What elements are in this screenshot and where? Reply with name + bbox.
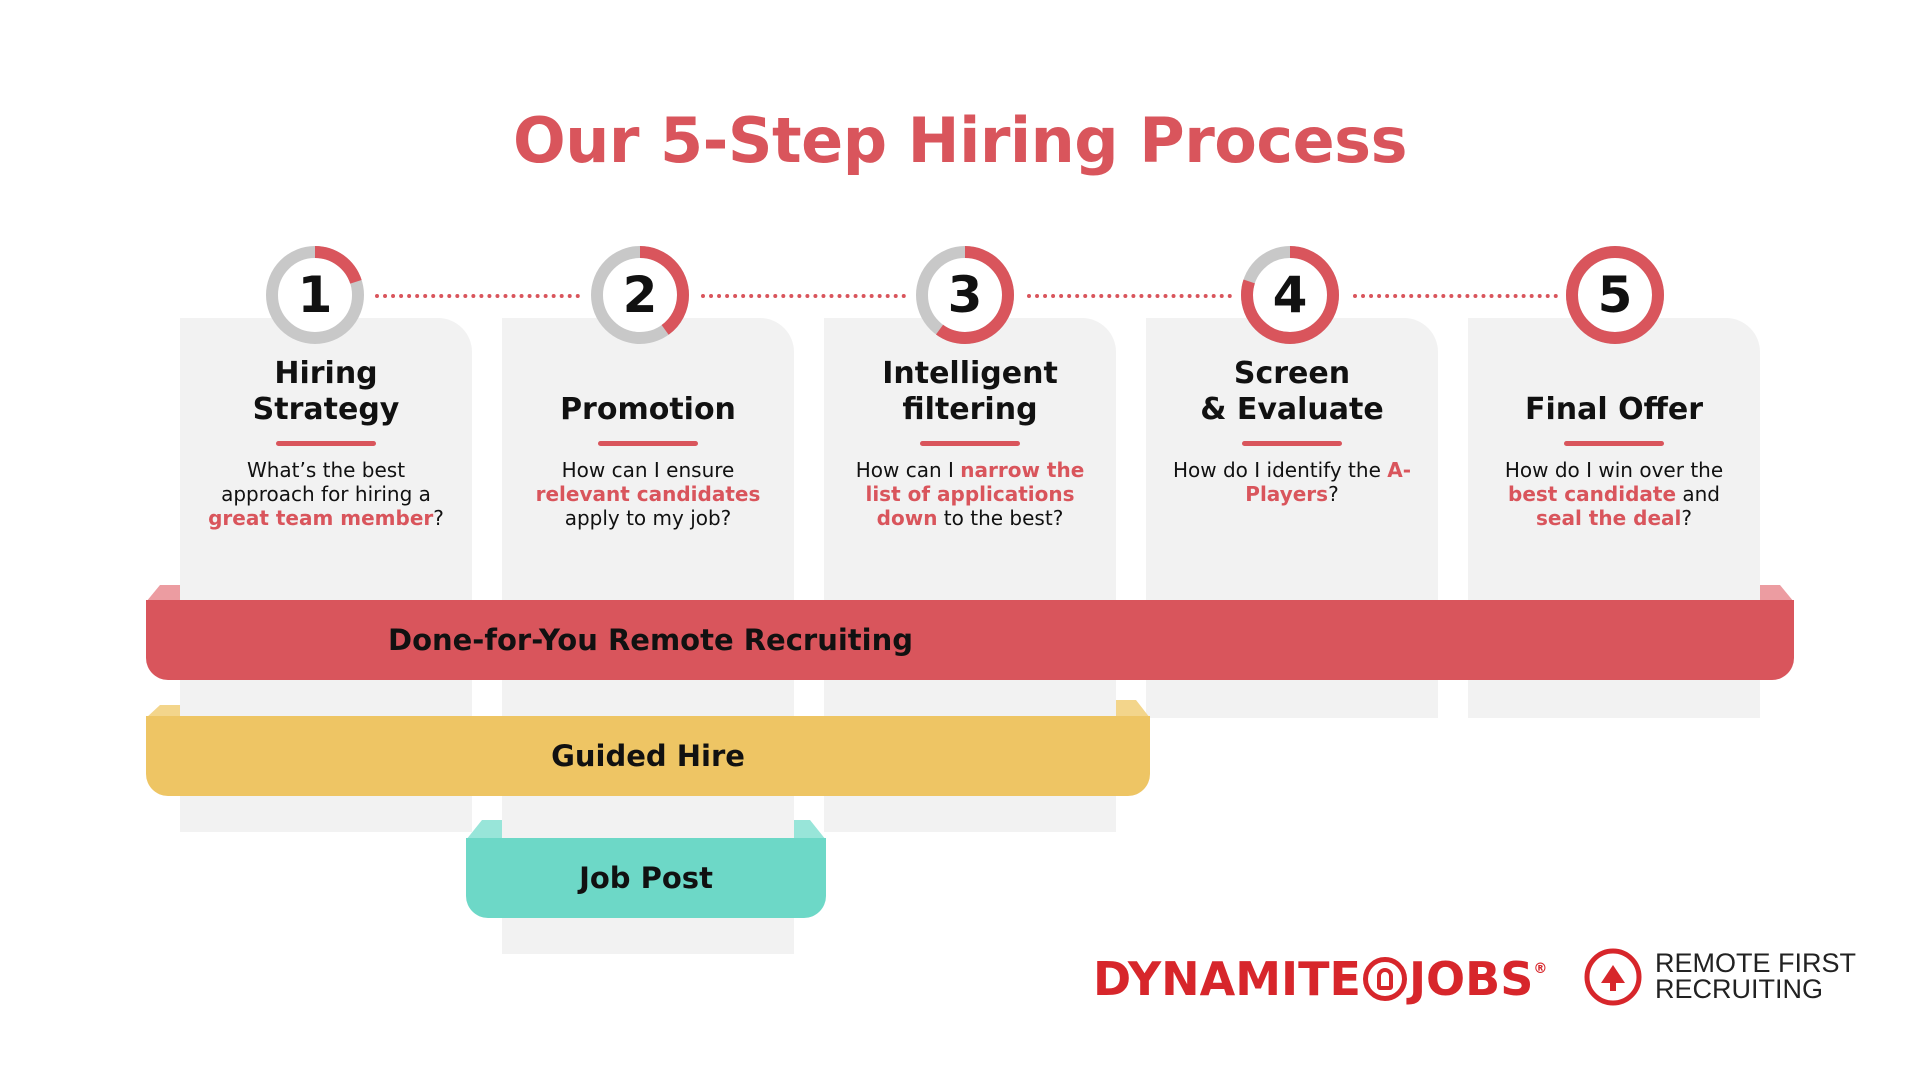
step-title-line2: & Evaluate [1200, 392, 1384, 427]
highlight-text: great team member [208, 506, 434, 530]
step-number: 3 [947, 266, 983, 324]
step-number: 1 [297, 266, 333, 324]
step-number: 2 [622, 266, 658, 324]
connector-line [375, 294, 580, 298]
step-title: Promotion [502, 352, 794, 432]
step-title-line2: Promotion [560, 392, 736, 427]
band-label: Done-for-You Remote Recruiting [388, 623, 914, 657]
step-underline [1564, 441, 1664, 446]
step-ring-1: 1 [265, 245, 365, 345]
page-title: Our 5-Step Hiring Process [513, 104, 1407, 177]
highlight-text: A-Players [1245, 458, 1412, 506]
step-title: Screen& Evaluate [1146, 352, 1438, 432]
step-title: Final Offer [1468, 352, 1760, 432]
highlight-text: narrow the list of applications down [865, 458, 1085, 530]
highlight-text: seal the deal [1536, 506, 1682, 530]
step-title-line1: Hiring [274, 356, 378, 391]
step-description: How do I identify the A-Players? [1172, 458, 1412, 506]
step-description: How can I ensure relevant candidates app… [535, 458, 761, 530]
step-title-line2: Strategy [252, 392, 400, 427]
highlight-text: best candidate [1508, 482, 1677, 506]
step-description: What’s the best approach for hiring a gr… [208, 458, 444, 530]
step-underline [276, 441, 376, 446]
connector-line [1027, 294, 1232, 298]
step-underline [920, 441, 1020, 446]
step-ring-5: 5 [1565, 245, 1665, 345]
band-label: Job Post [579, 861, 713, 895]
step-title-line1: Intelligent [882, 356, 1058, 391]
progress-arc [1241, 246, 1339, 344]
step-ring-3: 3 [915, 245, 1015, 345]
step-title-line2: filtering [902, 392, 1038, 427]
remote-first-badge-icon [1583, 947, 1643, 1007]
step-underline [598, 441, 698, 446]
connector-line [701, 294, 906, 298]
step-number: 4 [1272, 266, 1308, 324]
band-done-for-you: Done-for-You Remote Recruiting [146, 600, 1794, 680]
step-description: How can I narrow the list of application… [855, 458, 1085, 530]
progress-arc [1566, 246, 1664, 344]
step-underline [1242, 441, 1342, 446]
progress-arc [266, 246, 364, 344]
step-number: 5 [1597, 266, 1633, 324]
progress-arc [916, 246, 1014, 344]
band-guided-hire: Guided Hire [146, 716, 1150, 796]
band-job-post: Job Post [466, 838, 826, 918]
progress-arc [591, 246, 689, 344]
highlight-text: relevant candidates [535, 482, 761, 506]
step-title-line2: Final Offer [1524, 392, 1704, 427]
step-title-line1: Screen [1233, 356, 1351, 391]
connector-line [1353, 294, 1558, 298]
step-ring-2: 2 [590, 245, 690, 345]
step-description: How do I win over the best candidate and… [1504, 458, 1724, 530]
band-label: Guided Hire [551, 739, 745, 773]
dynamite-badge-icon [1362, 957, 1407, 1001]
step-ring-4: 4 [1240, 245, 1340, 345]
